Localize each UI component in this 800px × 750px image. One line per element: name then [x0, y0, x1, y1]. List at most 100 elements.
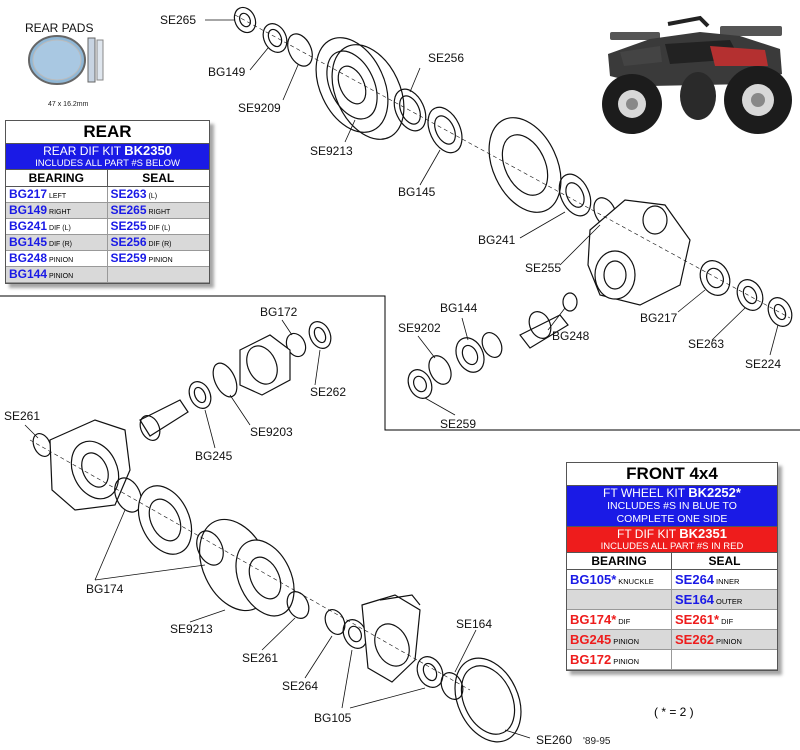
- label-se255: SE255: [525, 261, 561, 275]
- bearing-position: DIF (R): [49, 241, 72, 248]
- label-bg174: BG174: [86, 582, 124, 596]
- rear-parts-table: REAR REAR DIF KIT BK2350 INCLUDES ALL PA…: [5, 120, 210, 284]
- bearing-position: LEFT: [49, 193, 67, 200]
- label-se261-left: SE261: [4, 409, 40, 423]
- label-bg217: BG217: [640, 311, 678, 325]
- label-bg245: BG245: [195, 449, 233, 463]
- bearing-part-number: BG248: [9, 251, 48, 265]
- bearing-part-number: BG145: [9, 235, 48, 249]
- label-bg145: BG145: [398, 185, 436, 199]
- leader-lines: [24, 19, 779, 739]
- front-table-title: FRONT 4x4: [567, 463, 777, 486]
- label-se164: SE164: [456, 617, 492, 631]
- bearing-part-number: BG241: [9, 219, 48, 233]
- rear-col-bearing: BEARING: [6, 170, 108, 187]
- seal-part-number: SE262: [675, 632, 715, 647]
- bearing-cell: [567, 590, 672, 610]
- seal-part-number: SE256: [110, 235, 147, 249]
- seal-part-number: SE261: [675, 612, 715, 627]
- bearing-cell: BG174*DIF: [567, 610, 672, 630]
- bearing-part-number: BG172: [570, 652, 612, 667]
- seal-position: DIF (L): [148, 225, 171, 232]
- front-parts-table: FRONT 4x4 FT WHEEL KIT BK2252* INCLUDES …: [566, 462, 778, 671]
- seal-position: DIF: [721, 617, 734, 626]
- front-wheel-kit-note-2: COMPLETE ONE SIDE: [616, 513, 728, 525]
- front-dif-kit-note: INCLUDES ALL PART #S IN RED: [600, 541, 744, 552]
- label-bg144: BG144: [440, 301, 478, 315]
- section-divider: [0, 295, 800, 431]
- label-bg241: BG241: [478, 233, 516, 247]
- bearing-star: *: [611, 612, 617, 627]
- bearing-position: PINION: [49, 273, 74, 280]
- label-bg172: BG172: [260, 305, 298, 319]
- brake-pad-edge-icon: [87, 37, 96, 83]
- seal-part-number: SE263: [110, 187, 147, 201]
- seal-star: *: [714, 612, 720, 627]
- front-col-seal: SEAL: [672, 553, 777, 570]
- rear-kit-label: REAR DIF KIT: [43, 144, 121, 158]
- rear-kit-note: INCLUDES ALL PART #S BELOW: [35, 158, 180, 169]
- label-se262: SE262: [310, 385, 346, 399]
- label-se256: SE256: [428, 51, 464, 65]
- seal-part-number: SE164: [675, 592, 715, 607]
- front-wheel-kit-label: FT WHEEL KIT: [603, 486, 685, 500]
- rear-dif-kit-banner: REAR DIF KIT BK2350 INCLUDES ALL PART #S…: [6, 144, 209, 170]
- front-assembly: [29, 321, 522, 743]
- bearing-part-number: BG217: [9, 187, 48, 201]
- bearing-position: PINION: [613, 637, 640, 646]
- rear-pads-size: 47 x 16.2mm: [48, 101, 89, 108]
- label-se264: SE264: [282, 679, 318, 693]
- rear-pads-illustration: REAR PADS 47 x 16.2mm: [20, 18, 115, 118]
- label-se9209: SE9209: [238, 101, 281, 115]
- bearing-part-number: BG144: [9, 267, 48, 281]
- rear-pads-title: REAR PADS: [25, 21, 93, 35]
- bearing-position: DIF (L): [49, 225, 71, 232]
- seal-cell: SE263(L): [107, 187, 209, 203]
- seal-position: (L): [148, 193, 158, 200]
- front-wheel-kit-note-1: INCLUDES #S IN BLUE TO: [607, 500, 737, 512]
- atv-photo: [590, 4, 795, 149]
- seal-cell: [672, 650, 777, 670]
- label-se9213-front: SE9213: [170, 622, 213, 636]
- bearing-position: KNUCKLE: [618, 577, 654, 586]
- seal-part-number: SE255: [110, 219, 147, 233]
- seal-position: PINION: [148, 257, 173, 264]
- bearing-cell: BG105*KNUCKLE: [567, 570, 672, 590]
- callout-labels: SE265 BG149 SE9209 SE256 SE9213 BG145 BG…: [4, 13, 781, 747]
- label-se259: SE259: [440, 417, 476, 431]
- label-se224: SE224: [745, 357, 781, 371]
- bearing-part-number: BG174: [570, 612, 612, 627]
- front-dif-kit-label: FT DIF KIT: [617, 527, 676, 541]
- label-bg248: BG248: [552, 329, 590, 343]
- seal-part-number: SE265: [110, 203, 147, 217]
- front-wheel-kit-banner: FT WHEEL KIT BK2252* INCLUDES #S IN BLUE…: [567, 486, 777, 527]
- bearing-part-number: BG105: [570, 572, 612, 587]
- footnote: ( * = 2 ): [654, 705, 694, 719]
- seal-position: INNER: [716, 577, 740, 586]
- front-table-header: BEARING SEAL: [567, 553, 777, 570]
- seal-cell: [107, 267, 209, 283]
- front-dif-kit-banner: FT DIF KIT BK2351 INCLUDES ALL PART #S I…: [567, 527, 777, 553]
- label-se9203: SE9203: [250, 425, 293, 439]
- front-dif-kit-code: BK2351: [679, 526, 727, 541]
- rear-table-title: REAR: [6, 121, 209, 144]
